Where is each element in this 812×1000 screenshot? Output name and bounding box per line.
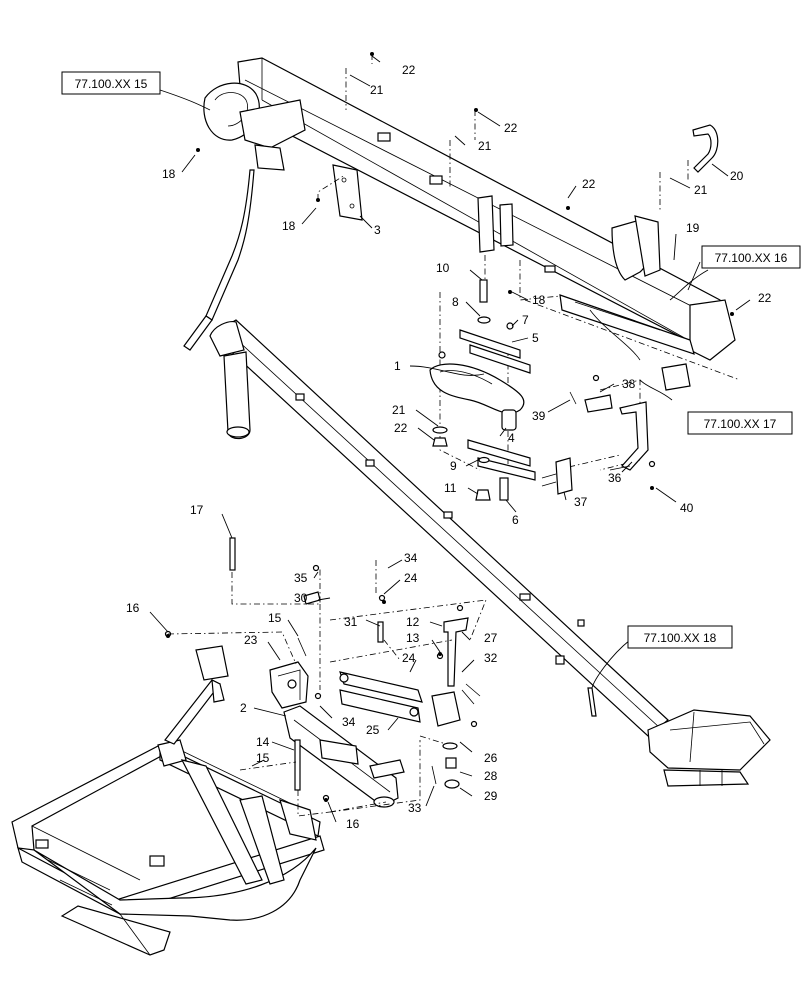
callout-number: 23 bbox=[244, 633, 258, 647]
callout-number: 12 bbox=[406, 615, 420, 629]
callout-number: 34 bbox=[404, 551, 418, 565]
callout-number: 22 bbox=[758, 291, 772, 305]
assembly-centerlines-upper bbox=[317, 54, 741, 471]
callout-number: 6 bbox=[512, 513, 519, 527]
callout-number: 30 bbox=[294, 591, 308, 605]
hitch-parts bbox=[429, 279, 656, 501]
reference-box-label: 77.100.XX 17 bbox=[704, 417, 777, 431]
callout-number: 18 bbox=[282, 219, 296, 233]
callout-number: 14 bbox=[256, 735, 270, 749]
upper-boom bbox=[183, 57, 736, 391]
reference-box[interactable]: 77.100.XX 17 bbox=[687, 411, 793, 435]
auger-tube bbox=[209, 319, 771, 787]
callout-number: 5 bbox=[532, 331, 539, 345]
reference-box-label: 77.100.XX 15 bbox=[75, 77, 148, 91]
reference-box-label: 77.100.XX 16 bbox=[715, 251, 788, 265]
callout-number: 17 bbox=[190, 503, 204, 517]
callout-number: 16 bbox=[346, 817, 360, 831]
callout-number: 21 bbox=[370, 83, 384, 97]
callout-number: 34 bbox=[342, 715, 356, 729]
callout-number: 22 bbox=[504, 121, 518, 135]
callout-number: 19 bbox=[686, 221, 700, 235]
callout-number: 2 bbox=[240, 701, 247, 715]
callout-number: 4 bbox=[508, 431, 515, 445]
callout-number: 18 bbox=[162, 167, 176, 181]
callout-number: 35 bbox=[294, 571, 308, 585]
assembly-centerlines-lower bbox=[167, 560, 487, 817]
reference-box[interactable]: 77.100.XX 16 bbox=[701, 245, 801, 269]
reference-box[interactable]: 77.100.XX 15 bbox=[61, 71, 161, 95]
callout-number: 36 bbox=[608, 471, 622, 485]
callout-number: 27 bbox=[484, 631, 498, 645]
callout-number: 33 bbox=[408, 801, 422, 815]
callout-number: 1 bbox=[394, 359, 401, 373]
callout-number: 21 bbox=[392, 403, 406, 417]
callout-number: 24 bbox=[402, 651, 416, 665]
callout-number: 32 bbox=[484, 651, 498, 665]
callout-number: 8 bbox=[452, 295, 459, 309]
callout-number: 11 bbox=[444, 481, 457, 495]
callout-number: 26 bbox=[484, 751, 498, 765]
callout-number: 22 bbox=[394, 421, 408, 435]
callout-number: 31 bbox=[344, 615, 358, 629]
callout-number: 40 bbox=[680, 501, 694, 515]
callout-number: 3 bbox=[374, 223, 381, 237]
callout-number: 24 bbox=[404, 571, 418, 585]
callout-number: 20 bbox=[730, 169, 744, 183]
callout-number: 29 bbox=[484, 789, 498, 803]
callout-number: 21 bbox=[478, 139, 492, 153]
reference-box-label: 77.100.XX 18 bbox=[644, 631, 717, 645]
reference-box[interactable]: 77.100.XX 18 bbox=[627, 625, 733, 649]
callout-number: 39 bbox=[532, 409, 546, 423]
callout-number: 15 bbox=[268, 611, 282, 625]
callout-number: 16 bbox=[126, 601, 140, 615]
callout-number: 28 bbox=[484, 769, 498, 783]
leader-lines bbox=[149, 55, 751, 823]
callout-number: 15 bbox=[256, 751, 270, 765]
callout-number: 38 bbox=[622, 377, 636, 391]
callout-number: 25 bbox=[366, 723, 380, 737]
callout-number: 37 bbox=[574, 495, 588, 509]
callout-number: 9 bbox=[450, 459, 457, 473]
callout-labels: 22 21 22 21 20 21 22 18 18 3 19 22 10 18… bbox=[126, 63, 772, 831]
support-arms bbox=[164, 537, 481, 808]
callout-number: 21 bbox=[694, 183, 708, 197]
callout-number: 22 bbox=[402, 63, 416, 77]
callout-number: 18 bbox=[532, 293, 546, 307]
callout-number: 22 bbox=[582, 177, 596, 191]
callout-number: 7 bbox=[522, 313, 529, 327]
lower-frame bbox=[11, 645, 325, 956]
fastener-dots bbox=[166, 52, 734, 802]
callout-number: 13 bbox=[406, 631, 420, 645]
callout-number: 10 bbox=[436, 261, 450, 275]
